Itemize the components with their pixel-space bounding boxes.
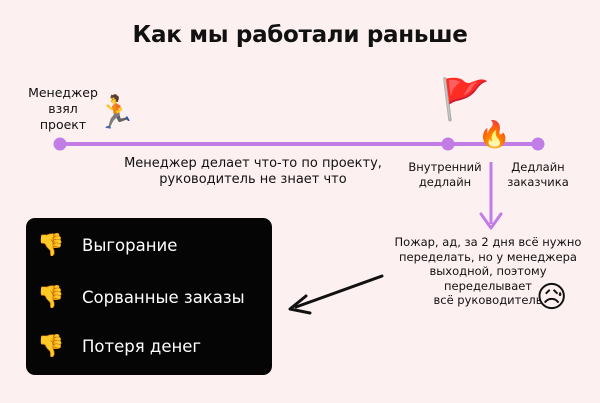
client-deadline-dot	[531, 137, 545, 151]
consequence-label: Сорванные заказы	[82, 287, 245, 307]
consequence-item: 👎 Выгорание	[34, 230, 177, 260]
callout-to-box-arrow	[294, 274, 384, 309]
consequence-label: Выгорание	[82, 235, 178, 255]
consequence-item: 👎 Потеря денег	[34, 331, 201, 361]
consequence-label: Потеря денег	[82, 336, 202, 356]
page-title: Как мы работали раньше	[132, 22, 468, 48]
thumbs-down-icon: 👎	[37, 333, 65, 359]
red-flag-icon: 🚩	[440, 77, 490, 123]
timeline-start-dot	[53, 137, 67, 151]
thumbs-down-icon: 👎	[37, 284, 65, 310]
sad-sweat-face-icon: 😥	[536, 280, 568, 315]
runner-icon: 🏃	[96, 93, 136, 131]
consequence-item: 👎 Сорванные заказы	[34, 282, 245, 312]
fire-callout-text: Пожар, ад, за 2 дня всё нужно переделать…	[394, 235, 582, 307]
middle-caption: Менеджер делает что-то по проекту, руков…	[124, 156, 382, 187]
consequences-box: 👎 Выгорание 👎 Сорванные заказы 👎 Потеря …	[26, 218, 272, 375]
thumbs-down-icon: 👎	[37, 232, 65, 258]
internal-deadline-dot	[441, 137, 455, 151]
internal-deadline-label: Внутренний дедлайн	[408, 160, 482, 189]
fire-icon: 🔥	[478, 120, 511, 150]
client-deadline-label: Дедлайн заказчика	[507, 160, 569, 189]
manager-took-project-label: Менеджер взял проект	[28, 85, 98, 132]
